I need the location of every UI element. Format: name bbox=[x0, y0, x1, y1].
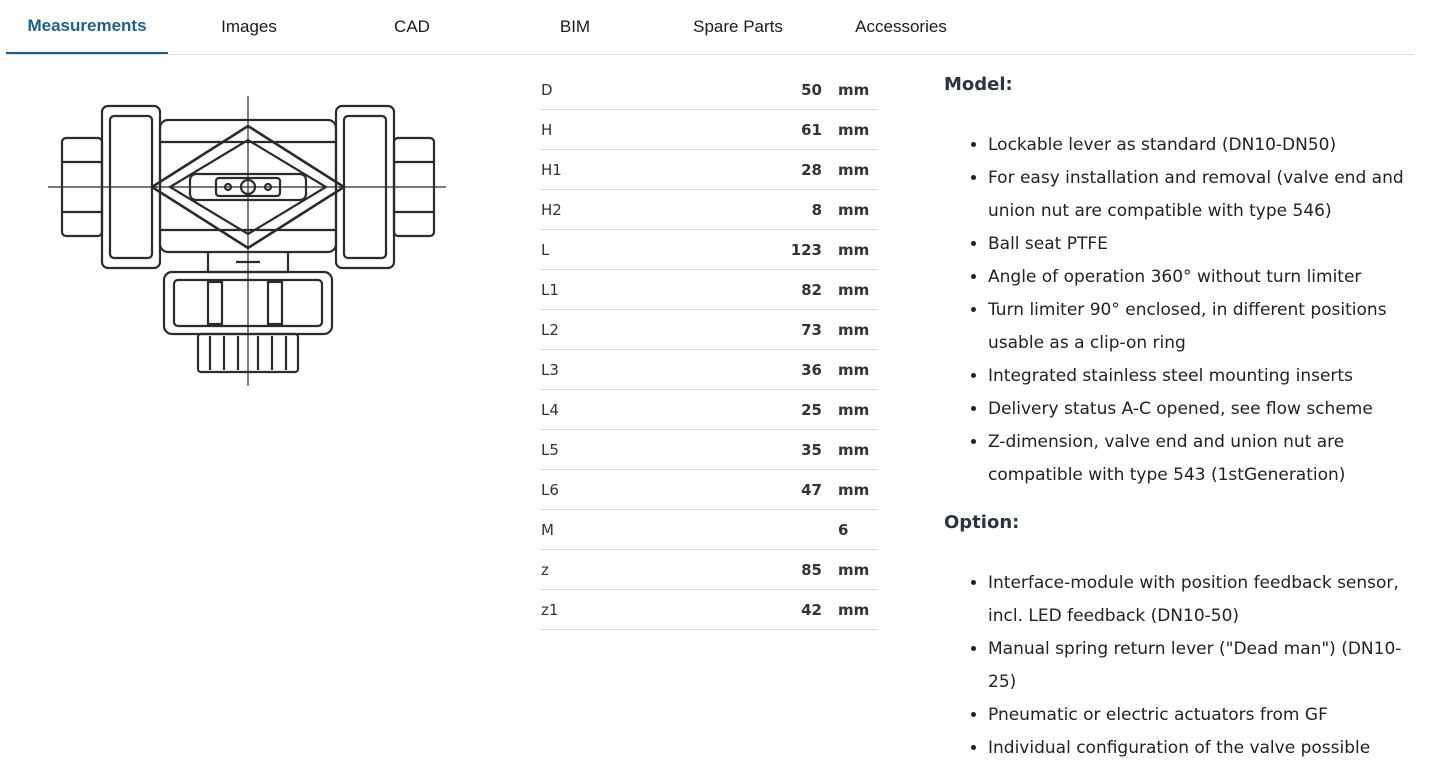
measurement-label: M bbox=[541, 509, 762, 550]
option-features-list: Interface-module with position feedback … bbox=[944, 567, 1414, 765]
measurement-label: L5 bbox=[541, 429, 762, 470]
valve-dimension-drawing bbox=[48, 96, 446, 386]
measurement-unit: mm bbox=[828, 429, 878, 470]
measurement-label: L6 bbox=[541, 469, 762, 510]
option-feature-item: Interface-module with position feedback … bbox=[988, 567, 1414, 633]
tab-spare-parts[interactable]: Spare Parts bbox=[693, 17, 783, 36]
measurement-unit: mm bbox=[828, 349, 878, 390]
model-feature-item: Lockable lever as standard (DN10-DN50) bbox=[988, 129, 1414, 162]
model-heading: Model: bbox=[944, 74, 1013, 95]
model-features-list: Lockable lever as standard (DN10-DN50)Fo… bbox=[944, 129, 1414, 492]
measurement-value: 61 bbox=[762, 109, 828, 150]
option-feature-item: Manual spring return lever ("Dead man") … bbox=[988, 633, 1414, 699]
measurement-value: 73 bbox=[762, 309, 828, 350]
measurement-value: 123 bbox=[762, 229, 828, 270]
tab-images[interactable]: Images bbox=[221, 17, 277, 36]
model-feature-item: Ball seat PTFE bbox=[988, 228, 1414, 261]
measurement-label: H2 bbox=[541, 189, 762, 230]
measurement-unit: mm bbox=[828, 189, 878, 230]
measurement-value: 47 bbox=[762, 469, 828, 510]
measurement-value: 50 bbox=[762, 70, 828, 110]
model-feature-item: For easy installation and removal (valve… bbox=[988, 162, 1414, 228]
measurement-unit: mm bbox=[828, 389, 878, 430]
measurement-unit: mm bbox=[828, 309, 878, 350]
measurement-label: L bbox=[541, 229, 762, 270]
measurement-value: 85 bbox=[762, 549, 828, 590]
option-feature-item: Individual configuration of the valve po… bbox=[988, 732, 1414, 765]
measurement-value bbox=[762, 509, 828, 550]
option-feature-item: Pneumatic or electric actuators from GF bbox=[988, 699, 1414, 732]
option-heading: Option: bbox=[944, 512, 1020, 533]
tab-cad[interactable]: CAD bbox=[394, 17, 430, 36]
measurement-label: H bbox=[541, 109, 762, 150]
model-feature-item: Integrated stainless steel mounting inse… bbox=[988, 360, 1414, 393]
measurement-label: z1 bbox=[541, 589, 762, 630]
measurement-value: 82 bbox=[762, 269, 828, 310]
tab-bar: Measurements Images CAD BIM Spare Parts … bbox=[6, 0, 1414, 55]
measurement-label: L1 bbox=[541, 269, 762, 310]
measurement-label: D bbox=[541, 70, 762, 110]
measurement-unit: mm bbox=[828, 589, 878, 630]
measurement-value: 42 bbox=[762, 589, 828, 630]
tab-accessories[interactable]: Accessories bbox=[855, 17, 947, 36]
tab-measurements[interactable]: Measurements bbox=[6, 0, 168, 54]
model-feature-item: Angle of operation 360° without turn lim… bbox=[988, 261, 1414, 294]
measurement-value: 35 bbox=[762, 429, 828, 470]
measurement-label: z bbox=[541, 549, 762, 590]
measurement-unit: mm bbox=[828, 469, 878, 510]
measurement-unit: mm bbox=[828, 549, 878, 590]
measurement-label: L3 bbox=[541, 349, 762, 390]
measurement-unit: mm bbox=[828, 229, 878, 270]
model-feature-item: Turn limiter 90° enclosed, in different … bbox=[988, 294, 1414, 360]
product-description: Model: Lockable lever as standard (DN10-… bbox=[944, 68, 1414, 779]
measurement-label: L2 bbox=[541, 309, 762, 350]
measurement-label: H1 bbox=[541, 149, 762, 190]
measurement-unit: mm bbox=[828, 70, 878, 110]
measurement-value: 8 bbox=[762, 189, 828, 230]
measurement-value: 28 bbox=[762, 149, 828, 190]
tab-bim[interactable]: BIM bbox=[559, 17, 591, 36]
measurement-value: 25 bbox=[762, 389, 828, 430]
measurement-value: 36 bbox=[762, 349, 828, 390]
model-feature-item: Z-dimension, valve end and union nut are… bbox=[988, 426, 1414, 492]
model-feature-item: Delivery status A-C opened, see flow sch… bbox=[988, 393, 1414, 426]
measurement-unit: mm bbox=[828, 149, 878, 190]
measurement-unit: 6 bbox=[828, 509, 878, 550]
measurement-unit: mm bbox=[828, 109, 878, 150]
measurement-unit: mm bbox=[828, 269, 878, 310]
measurement-label: L4 bbox=[541, 389, 762, 430]
